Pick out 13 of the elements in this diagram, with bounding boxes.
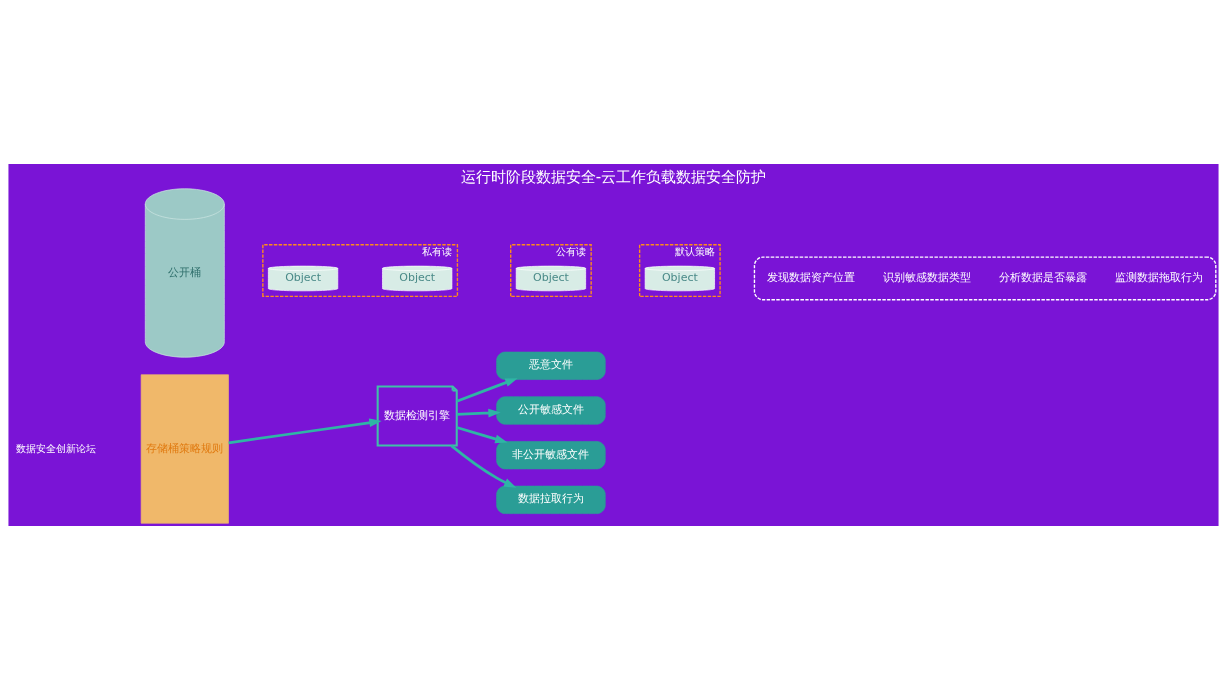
arrow bbox=[456, 426, 508, 444]
node-box: 数据拉取行为 bbox=[496, 485, 606, 514]
arrow bbox=[228, 418, 382, 445]
node-box: 非公开敏感文件 bbox=[496, 441, 606, 470]
node-box: 发现数据资产位置 识别敏感数据类型 分析数据是否暴露 监测数据拖取行为 bbox=[753, 256, 1217, 301]
diagram-title: 运行时阶段数据安全-云工作负载数据安全防护 bbox=[460, 167, 767, 186]
arrow bbox=[456, 408, 501, 418]
node-box: 恶意文件 bbox=[496, 351, 606, 380]
arrow bbox=[456, 378, 518, 403]
label: 数据安全创新论坛 bbox=[16, 442, 97, 454]
node-box: 存储桶策略规则 bbox=[140, 374, 229, 524]
node-box: 公开敏感文件 bbox=[496, 396, 606, 425]
arrow bbox=[450, 444, 517, 488]
